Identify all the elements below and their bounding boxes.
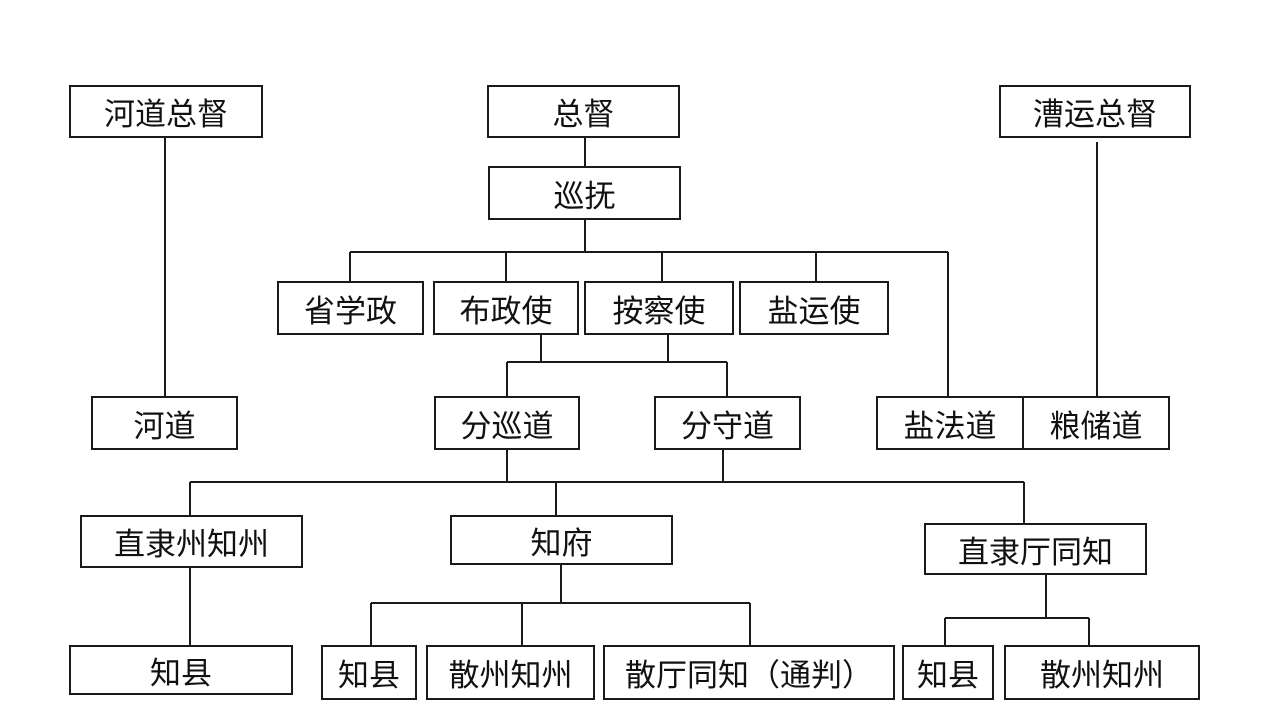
node-yanyunshi: 盐运使 (739, 281, 889, 335)
node-zhilizhou-zhizhou: 直隶州知州 (80, 515, 303, 568)
node-zhifu: 知府 (450, 515, 673, 565)
node-santing-tongzhi: 散厅同知（通判） (603, 645, 895, 700)
node-zhixian-a: 知县 (69, 645, 293, 695)
node-xunfu: 巡抚 (488, 166, 681, 220)
node-fenshoudao: 分守道 (654, 396, 801, 450)
node-yanfadao: 盐法道 (876, 396, 1024, 450)
node-anchashi: 按察使 (584, 281, 734, 335)
node-hedao: 河道 (91, 396, 238, 450)
node-zhixian-b: 知县 (321, 645, 417, 700)
node-zhixian-c: 知县 (902, 645, 994, 700)
node-buzhengshi: 布政使 (433, 281, 579, 335)
node-shengxuezheng: 省学政 (277, 281, 424, 335)
node-zongdu: 总督 (487, 85, 680, 138)
node-fenxundao: 分巡道 (434, 396, 580, 450)
node-hedao-zongdu: 河道总督 (69, 85, 263, 138)
node-sanzhou-zhizhou-b: 散州知州 (1004, 645, 1200, 700)
node-sanzhou-zhizhou-a: 散州知州 (426, 645, 595, 700)
node-caoyun-zongdu: 漕运总督 (999, 85, 1191, 138)
node-liangchudao: 粮储道 (1022, 396, 1170, 450)
node-zhiliting-tongzhi: 直隶厅同知 (924, 523, 1147, 575)
